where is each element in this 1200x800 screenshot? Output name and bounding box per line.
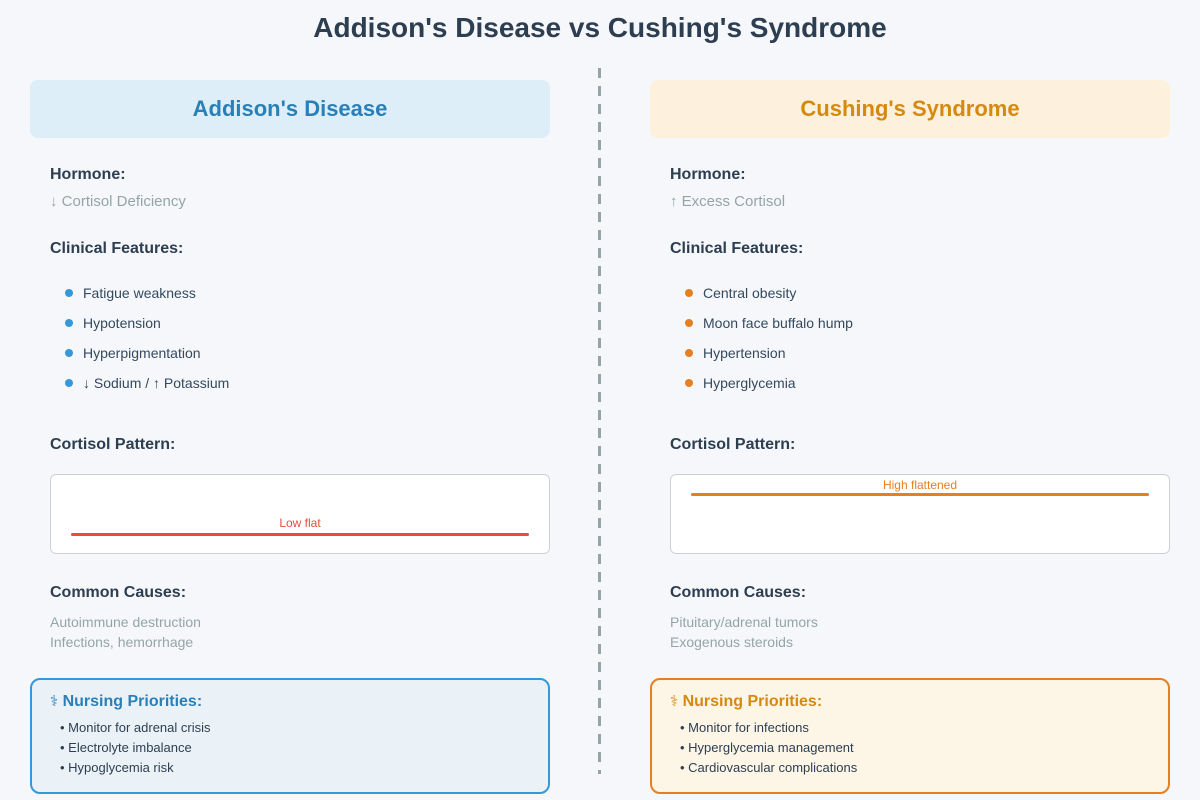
feature-item: Central obesity	[685, 278, 1170, 308]
bullet-dot-icon	[65, 349, 73, 357]
nursing-priorities-list: Monitor for adrenal crisis Electrolyte i…	[60, 718, 530, 778]
nursing-priorities-title-label: Nursing Priorities:	[682, 693, 823, 710]
bullet-dot-icon	[65, 289, 73, 297]
cortisol-pattern-label: Cortisol Pattern:	[50, 436, 176, 453]
cushings-content: Hormone: ↑ Excess Cortisol Clinical Feat…	[670, 166, 1170, 652]
cushings-column: Cushing's Syndrome Hormone: ↑ Excess Cor…	[650, 80, 1170, 794]
bullet-dot-icon	[685, 319, 693, 327]
cortisol-pattern-annotation: Low flat	[279, 516, 321, 530]
cause-item: Exogenous steroids	[670, 634, 793, 650]
clinical-features-list: Central obesity Moon face buffalo hump H…	[685, 278, 1170, 398]
feature-item: Fatigue weakness	[65, 278, 550, 308]
clinical-features-list: Fatigue weakness Hypotension Hyperpigmen…	[65, 278, 550, 398]
clinical-features-label: Clinical Features:	[670, 240, 804, 257]
feature-item: Hyperpigmentation	[65, 338, 550, 368]
common-causes-label: Common Causes:	[670, 584, 807, 601]
medical-caduceus-icon: ⚕	[50, 693, 59, 710]
feature-item: Moon face buffalo hump	[685, 308, 1170, 338]
nursing-item: Hypoglycemia risk	[60, 758, 530, 778]
cause-item: Infections, hemorrhage	[50, 634, 194, 650]
addisons-column: Addison's Disease Hormone: ↓ Cortisol De…	[30, 80, 550, 794]
cortisol-pattern-annotation: High flattened	[882, 478, 958, 492]
nursing-priorities-title-label: Nursing Priorities:	[62, 693, 203, 710]
feature-item-label: Hypotension	[83, 315, 161, 331]
bullet-dot-icon	[65, 379, 73, 387]
cortisol-pattern-chart: Low flat	[50, 474, 550, 554]
hormone-value: ↓ Cortisol Deficiency	[50, 193, 186, 210]
bullet-dot-icon	[685, 289, 693, 297]
page-title: Addison's Disease vs Cushing's Syndrome	[313, 12, 887, 43]
nursing-item: Hyperglycemia management	[680, 738, 1150, 758]
addisons-column-header: Addison's Disease	[30, 80, 550, 138]
nursing-priorities-title: ⚕ Nursing Priorities:	[50, 692, 530, 711]
feature-item: Hypertension	[685, 338, 1170, 368]
cause-item: Pituitary/adrenal tumors	[670, 614, 818, 630]
cushings-column-header: Cushing's Syndrome	[650, 80, 1170, 138]
nursing-item: Cardiovascular complications	[680, 758, 1150, 778]
feature-item: Hypotension	[65, 308, 550, 338]
nursing-priorities-title: ⚕ Nursing Priorities:	[670, 692, 1150, 711]
bullet-dot-icon	[685, 349, 693, 357]
cortisol-pattern-label: Cortisol Pattern:	[670, 436, 796, 453]
hormone-value: ↑ Excess Cortisol	[670, 193, 786, 210]
nursing-item: Monitor for infections	[680, 718, 1150, 738]
column-divider	[598, 68, 601, 774]
nursing-priorities-box: ⚕ Nursing Priorities: Monitor for adrena…	[30, 678, 550, 794]
hormone-label: Hormone:	[50, 166, 126, 183]
nursing-priorities-box: ⚕ Nursing Priorities: Monitor for infect…	[650, 678, 1170, 794]
cortisol-line-icon	[691, 493, 1149, 496]
cortisol-pattern-chart: High flattened	[670, 474, 1170, 554]
bullet-dot-icon	[685, 379, 693, 387]
feature-item-label: Moon face buffalo hump	[703, 315, 853, 331]
cortisol-line-icon	[71, 533, 529, 536]
feature-item-label: Central obesity	[703, 285, 797, 301]
bullet-dot-icon	[65, 319, 73, 327]
nursing-priorities-list: Monitor for infections Hyperglycemia man…	[680, 718, 1150, 778]
feature-item: ↓ Sodium / ↑ Potassium	[65, 368, 550, 398]
feature-item: Hyperglycemia	[685, 368, 1170, 398]
feature-item-label: Hyperglycemia	[703, 375, 796, 391]
feature-item-label: Hypertension	[703, 345, 786, 361]
nursing-item: Monitor for adrenal crisis	[60, 718, 530, 738]
clinical-features-label: Clinical Features:	[50, 240, 184, 257]
addisons-content: Hormone: ↓ Cortisol Deficiency Clinical …	[50, 166, 550, 652]
feature-item-label: Hyperpigmentation	[83, 345, 201, 361]
medical-caduceus-icon: ⚕	[670, 693, 679, 710]
hormone-label: Hormone:	[670, 166, 746, 183]
feature-item-label: Fatigue weakness	[83, 285, 196, 301]
common-causes-label: Common Causes:	[50, 584, 187, 601]
nursing-item: Electrolyte imbalance	[60, 738, 530, 758]
feature-item-label: ↓ Sodium / ↑ Potassium	[83, 375, 230, 391]
cause-item: Autoimmune destruction	[50, 614, 201, 630]
